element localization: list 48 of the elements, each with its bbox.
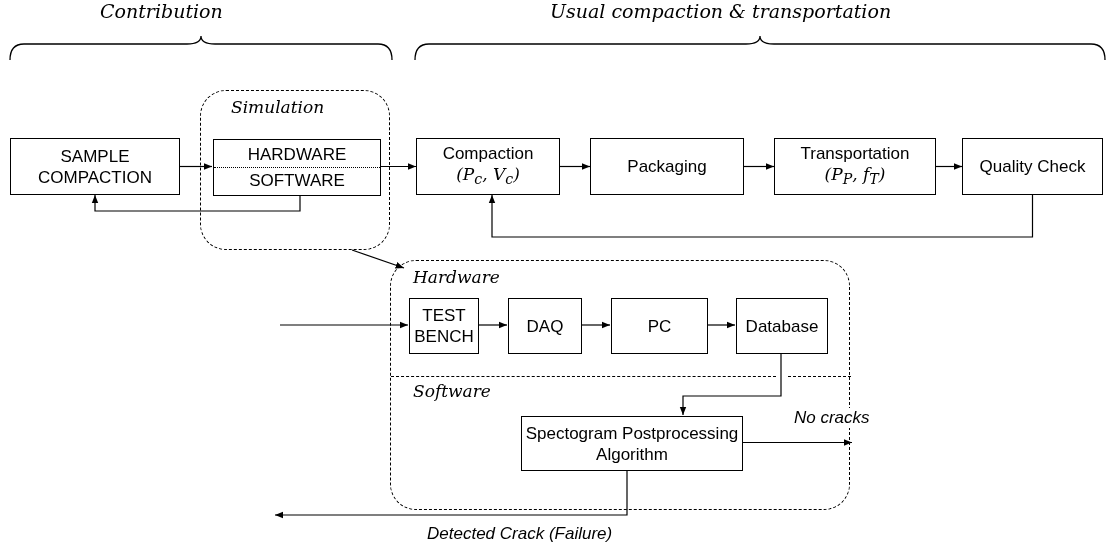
arrow xyxy=(379,163,417,170)
heading: Usual compaction & transportation xyxy=(550,0,892,22)
arrow xyxy=(351,249,405,269)
process-box xyxy=(736,298,828,354)
process-box xyxy=(611,298,708,354)
arrow xyxy=(274,469,628,519)
box-text: SAMPLE COMPACTION xyxy=(37,145,153,188)
arrow xyxy=(580,321,611,329)
box-text: SOFTWARE xyxy=(214,167,380,193)
process-box xyxy=(409,298,479,354)
box-text: Compaction xyxy=(442,142,534,164)
group-title: Software xyxy=(413,381,491,401)
formula: (P$_{c}$, V$_{c}$) xyxy=(456,163,520,190)
group-title: Simulation xyxy=(231,97,325,117)
process-box xyxy=(962,138,1103,195)
arrow xyxy=(741,439,853,446)
box-text: PC xyxy=(647,315,672,337)
group-title: Hardware xyxy=(413,267,500,287)
box-text: HARDWARE xyxy=(246,144,348,166)
process-box xyxy=(508,298,582,354)
arrow xyxy=(488,194,1034,238)
heading: Contribution xyxy=(100,0,223,22)
process-box xyxy=(590,138,744,195)
box-text: Packaging xyxy=(627,156,707,177)
process-box xyxy=(521,416,743,471)
box-text: Quality Check xyxy=(979,156,1086,177)
arrow xyxy=(935,163,963,170)
arrow xyxy=(279,321,409,329)
arrow xyxy=(477,321,508,329)
process-box xyxy=(213,139,381,196)
process-box xyxy=(10,138,180,195)
box-text: DAQ xyxy=(526,315,564,337)
arrow xyxy=(91,194,301,212)
edge-label: No cracks xyxy=(792,408,872,428)
dashed-group xyxy=(200,90,390,250)
arrow xyxy=(743,163,775,170)
box-text: Transportation xyxy=(800,142,910,164)
edge-label: Detected Crack (Failure) xyxy=(425,524,615,544)
arrow xyxy=(679,352,782,416)
process-box xyxy=(774,138,936,195)
arrow xyxy=(559,163,591,170)
box-text: Database xyxy=(745,315,819,337)
box-text: TEST BENCH xyxy=(413,305,475,347)
arrow xyxy=(706,321,736,329)
box-text: Spectogram Postprocessing Algorithm xyxy=(524,422,740,465)
formula: (P$_{P}$, f$_{T}$) xyxy=(824,163,886,190)
process-box xyxy=(416,138,560,195)
arrow xyxy=(179,163,213,170)
